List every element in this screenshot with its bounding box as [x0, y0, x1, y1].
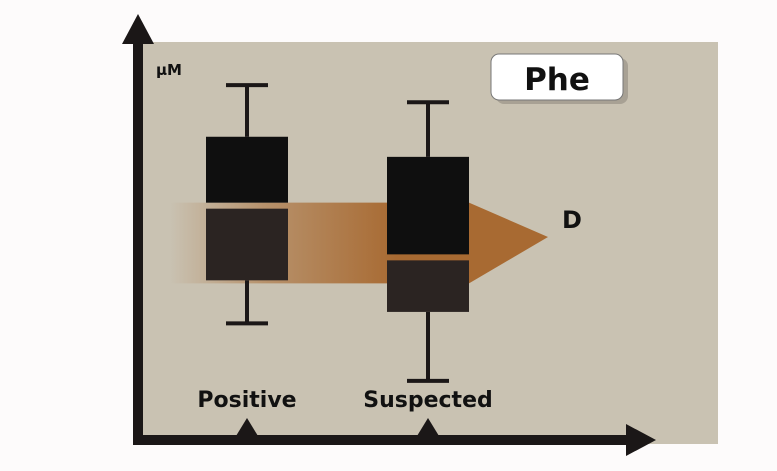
y-axis-label: µM: [156, 61, 182, 79]
x-tick-positive: [236, 418, 258, 436]
y-axis-arrowhead: [122, 14, 154, 44]
box-upper-quartile: [387, 156, 469, 255]
annotation-label: D: [562, 206, 582, 234]
x-axis-arrowhead: [626, 424, 656, 456]
box-positive: [206, 83, 288, 326]
chart-title: Phe: [524, 62, 590, 98]
x-ticks: [236, 418, 439, 436]
box-lower-quartile: [387, 260, 469, 312]
x-tick-label-suspected: Suspected: [363, 388, 493, 413]
x-tick-label-positive: Positive: [197, 388, 296, 413]
boxes: [206, 83, 469, 383]
box-lower-quartile: [206, 208, 288, 281]
title-badge-box: [490, 53, 624, 101]
box-upper-quartile: [206, 136, 288, 203]
box-suspected: [387, 100, 469, 383]
x-tick-labels: Positive Suspected: [197, 388, 492, 413]
title-badge: Phe: [490, 53, 628, 104]
x-tick-suspected: [417, 418, 439, 436]
axes: [122, 14, 656, 456]
